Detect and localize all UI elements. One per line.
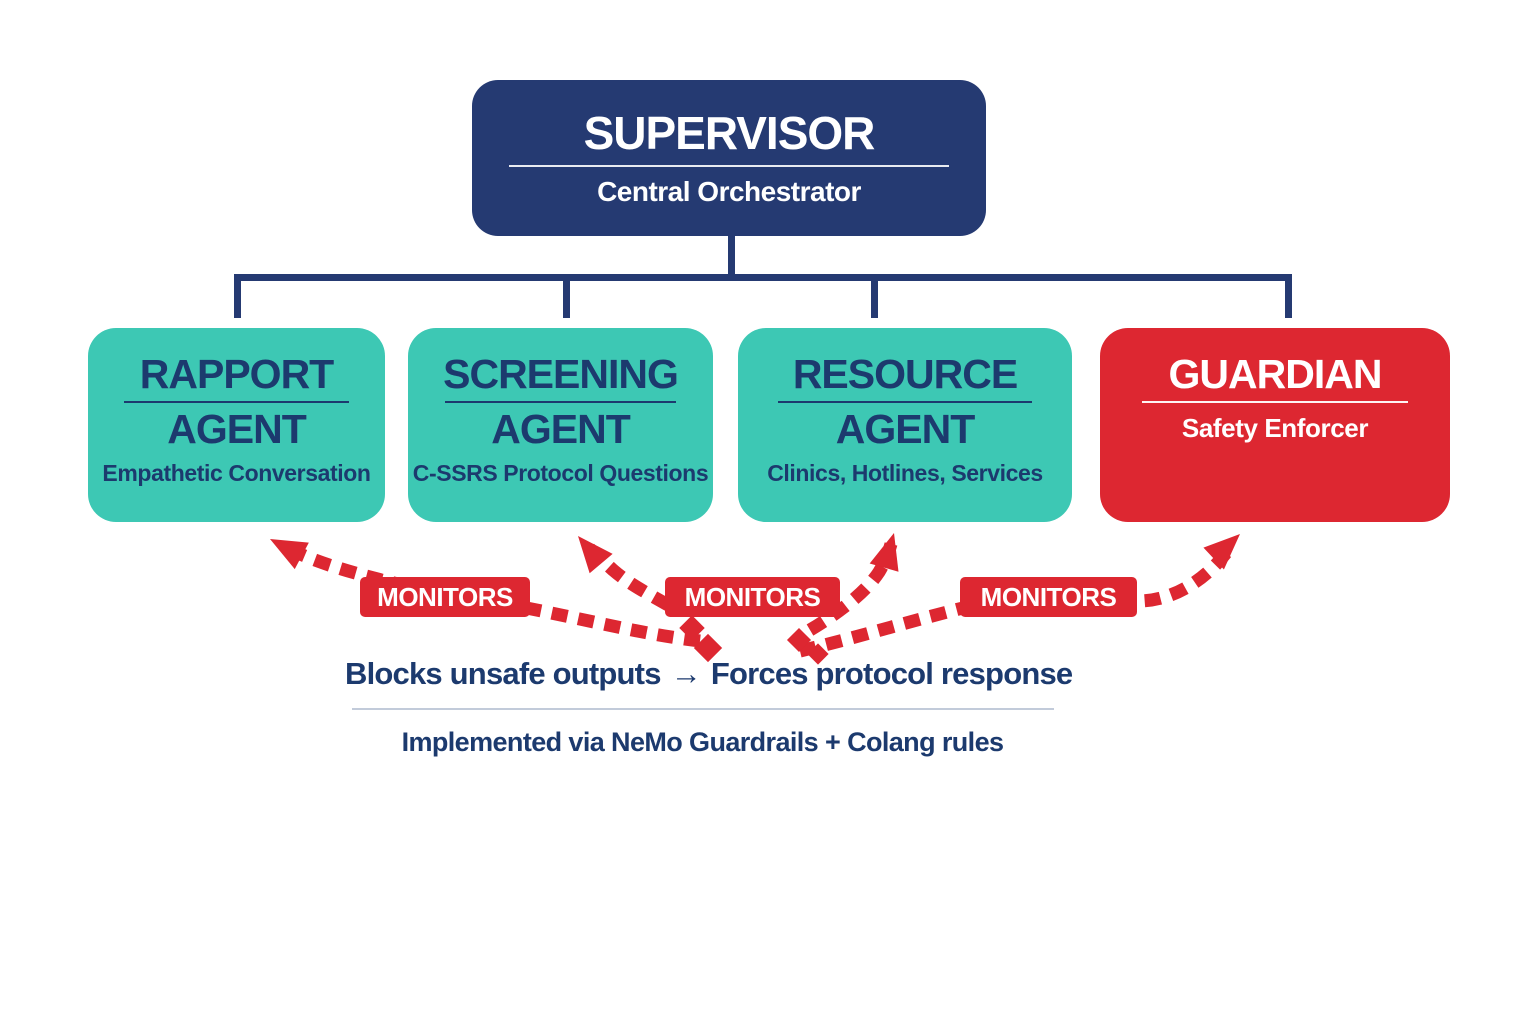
connector-drop-rapport <box>234 274 241 318</box>
monitor-arrow-to-rapport <box>295 547 701 648</box>
footer-line2: Implemented via NeMo Guardrails + Colang… <box>401 727 1004 757</box>
agent-title: SCREENING <box>443 351 679 397</box>
connector-drop-guardian <box>1285 274 1292 318</box>
agent-title-line2: AGENT <box>167 405 306 452</box>
right-arrow-icon: → <box>670 656 702 691</box>
footer-line1-left: Blocks unsafe outputs <box>345 656 661 691</box>
arrowhead-rapport-icon <box>270 539 309 570</box>
agent-subtitle: Empathetic Conversation <box>102 459 371 486</box>
monitors-badge-2: MONITORS <box>665 577 840 617</box>
agent-title: RAPPORT <box>139 351 334 397</box>
agent-card-screening: SCREENING AGENT C-SSRS Protocol Question… <box>408 328 713 522</box>
connector-drop-resource <box>871 274 878 318</box>
supervisor-title: SUPERVISOR <box>583 106 876 159</box>
agent-title: RESOURCE <box>792 351 1018 397</box>
agent-title-line2: AGENT <box>491 405 630 452</box>
footer-divider <box>351 708 1054 710</box>
monitors-badge-1: MONITORS <box>360 577 530 617</box>
connector-drop-screening <box>563 274 570 318</box>
agent-title-line2: AGENT <box>835 405 975 452</box>
agent-subtitle: Safety Enforcer <box>1181 412 1369 443</box>
supervisor-subtitle: Central Orchestrator <box>597 176 861 208</box>
agent-card-rapport: RAPPORT AGENT Empathetic Conversation <box>88 328 385 522</box>
agent-card-guardian: GUARDIAN Safety Enforcer <box>1100 328 1450 522</box>
supervisor-divider <box>509 165 949 168</box>
agent-subtitle: Clinics, Hotlines, Services <box>767 459 1043 486</box>
connector-horizontal-bar <box>234 274 1292 281</box>
dash-diamond-icon <box>807 643 829 665</box>
footer-annotation: Blocks unsafe outputs →Forces protocol re… <box>345 656 1073 758</box>
agent-title: GUARDIAN <box>1168 351 1383 397</box>
footer-line1-right: Forces protocol response <box>710 656 1073 691</box>
arrowhead-resource-icon <box>869 533 899 572</box>
agent-title-divider <box>444 400 677 403</box>
monitors-badge-3: MONITORS <box>960 577 1137 617</box>
supervisor-box: SUPERVISOR Central Orchestrator <box>472 80 986 236</box>
agent-title-divider <box>778 400 1032 403</box>
arrowhead-screening-icon <box>578 536 613 574</box>
agent-title-divider <box>1142 400 1408 403</box>
agent-title-divider <box>123 400 350 403</box>
agent-card-resource: RESOURCE AGENT Clinics, Hotlines, Servic… <box>738 328 1072 522</box>
arrowhead-guardian-icon <box>1203 534 1240 570</box>
dash-diamond-icon <box>693 633 723 663</box>
agent-subtitle: C-SSRS Protocol Questions <box>412 459 709 486</box>
connector-stem <box>728 236 735 278</box>
footer-line1: Blocks unsafe outputs →Forces protocol re… <box>345 656 1073 692</box>
dash-diamond-icon <box>679 615 705 641</box>
